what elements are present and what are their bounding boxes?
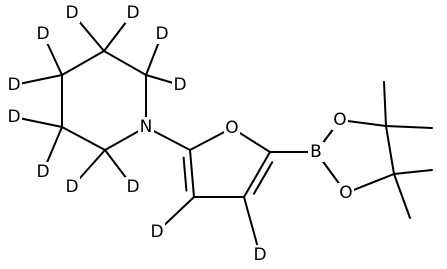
furan-oxygen-label-group: O xyxy=(224,118,240,138)
deuterium-label-group: D xyxy=(6,107,22,127)
deuterium-label-group: D xyxy=(6,75,22,95)
deuterium-label: D xyxy=(126,3,139,23)
label-background xyxy=(138,117,154,137)
dioxaborolane-oxygen-bottom-label: O xyxy=(339,183,352,203)
deuterium-label-group: D xyxy=(252,245,268,265)
label-background xyxy=(125,3,141,23)
label-background xyxy=(6,75,22,95)
bond-q1-q2 xyxy=(385,125,395,175)
label-background xyxy=(6,107,22,127)
boron-atom-label: B xyxy=(310,142,322,162)
deuterium-label-group: D xyxy=(64,3,80,23)
bond-q2-m3 xyxy=(393,169,433,175)
deuterium-label: D xyxy=(65,177,78,197)
deuterium-label: D xyxy=(7,107,20,127)
deuterium-label-group: D xyxy=(35,24,51,44)
dioxaborolane-oxygen-top-label-group: O xyxy=(332,110,348,130)
deuterium-label-group: D xyxy=(172,75,188,95)
bond-q1-m1 xyxy=(383,81,387,127)
deuterium-label-group: D xyxy=(35,162,51,182)
label-background xyxy=(35,162,51,182)
deuterium-label: D xyxy=(150,222,163,242)
deuterium-label-group: D xyxy=(125,3,141,23)
deuterium-label: D xyxy=(155,24,168,44)
deuterium-label: D xyxy=(65,3,78,23)
double-bond-ca-cd xyxy=(182,156,188,192)
bond-c4-c5 xyxy=(61,50,105,76)
deuterium-label-group: D xyxy=(149,222,165,242)
double-bond-cb-cc xyxy=(252,161,274,195)
bond-q2-m4 xyxy=(393,173,411,219)
boron-atom-label-group: B xyxy=(308,142,324,162)
deuterium-label: D xyxy=(36,162,49,182)
dioxaborolane-oxygen-bottom-label-group: O xyxy=(338,183,354,203)
label-background xyxy=(332,110,348,130)
furan-oxygen-label: O xyxy=(225,118,238,138)
label-background xyxy=(224,118,240,138)
bond-c2-c3 xyxy=(61,126,106,151)
bond-c5-c6 xyxy=(103,50,147,76)
bond-cb-cc xyxy=(243,151,271,198)
label-background xyxy=(35,24,51,44)
bond-cd-ca xyxy=(189,149,195,198)
deuterium-label-group: D xyxy=(64,177,80,197)
deuterium-label: D xyxy=(126,177,139,197)
label-background xyxy=(64,3,80,23)
deuterium-label: D xyxy=(7,75,20,95)
nitrogen-atom-label: N xyxy=(140,117,153,137)
bond-q1-m2 xyxy=(385,125,433,129)
label-background xyxy=(125,177,141,197)
label-background xyxy=(308,142,324,162)
label-background xyxy=(252,245,268,265)
deuterium-label: D xyxy=(253,245,266,265)
bonds-layer xyxy=(13,12,433,256)
deuterium-label-group: D xyxy=(154,24,170,44)
dioxaborolane-oxygen-top-label: O xyxy=(333,110,346,130)
label-background xyxy=(338,183,354,203)
deuterium-label: D xyxy=(36,24,49,44)
nitrogen-atom-label-group: N xyxy=(138,117,154,137)
label-background xyxy=(154,24,170,44)
label-background xyxy=(64,177,80,197)
deuterium-label: D xyxy=(173,75,186,95)
deuterium-label-group: D xyxy=(125,177,141,197)
label-background xyxy=(172,75,188,95)
label-background xyxy=(149,222,165,242)
